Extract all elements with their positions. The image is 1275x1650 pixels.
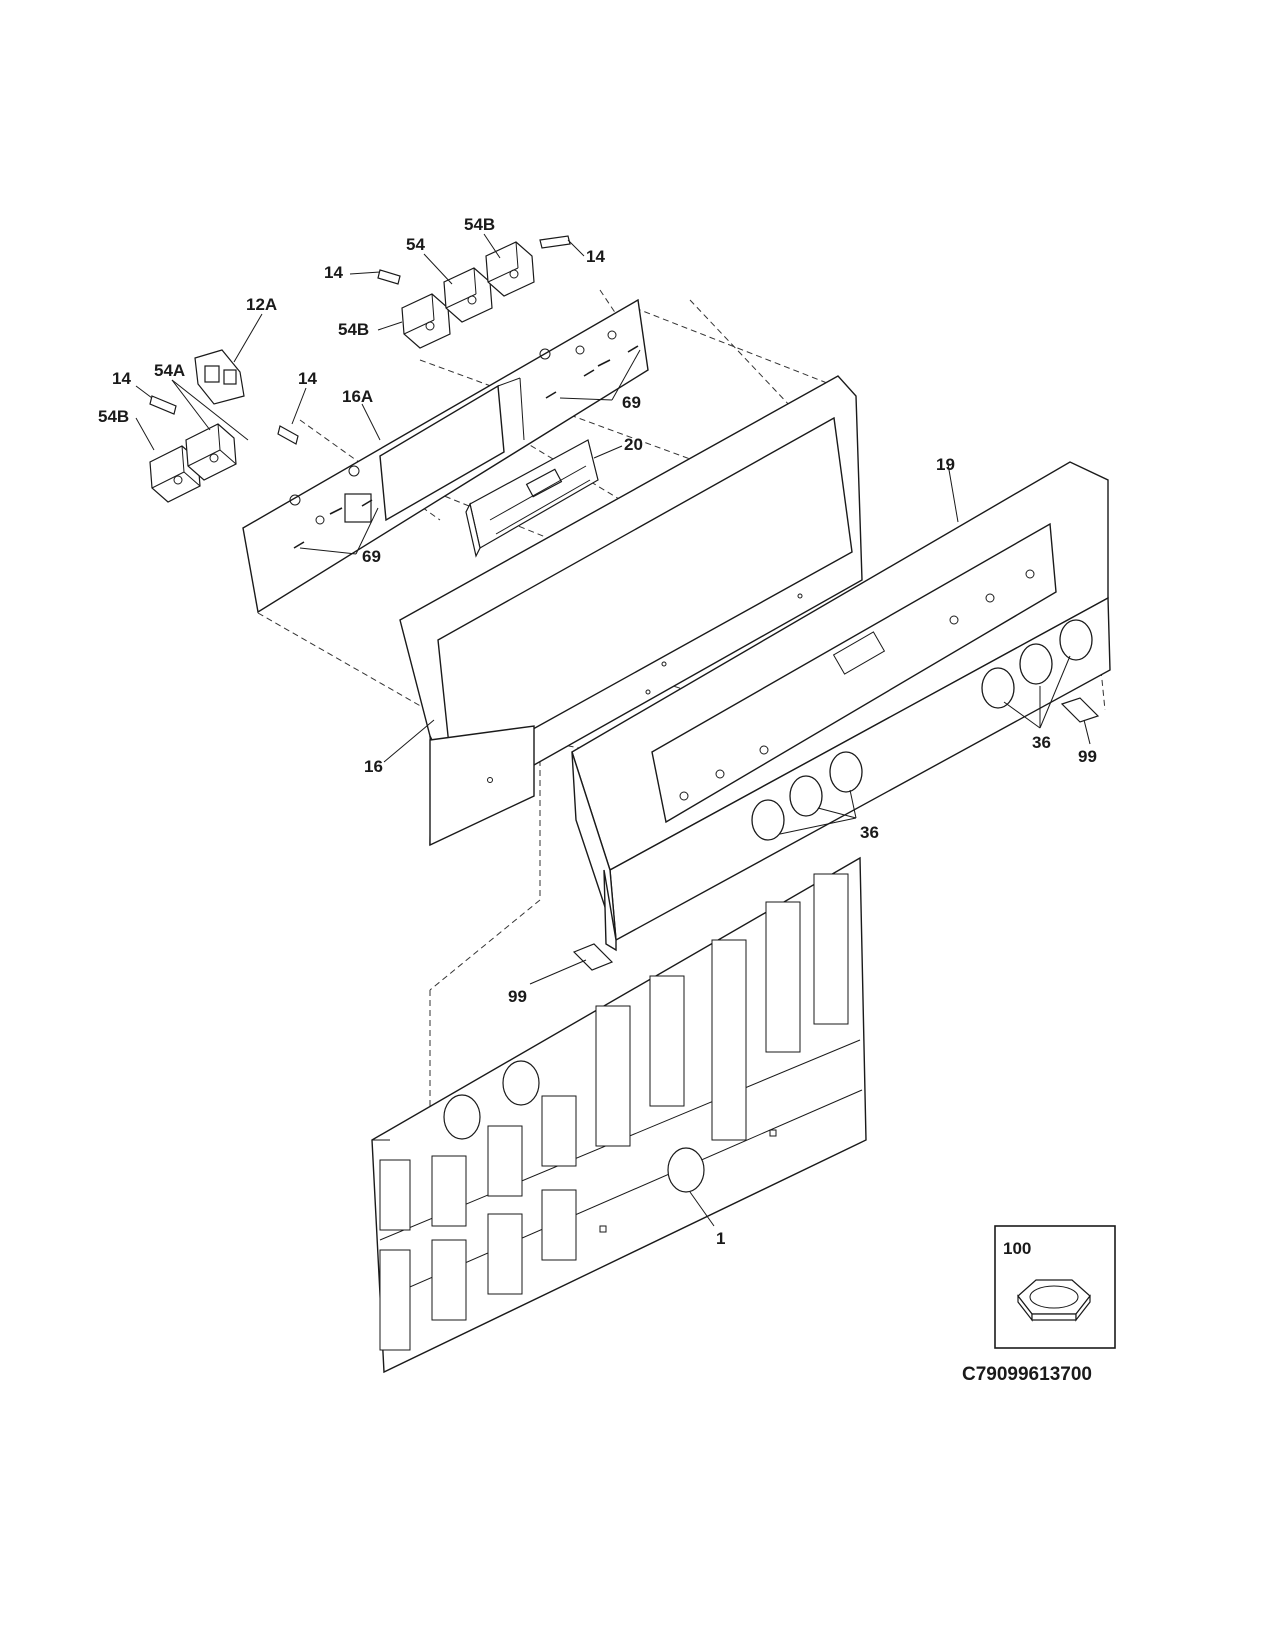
callout-54B-mid: 54B <box>338 320 369 339</box>
pins <box>149 235 571 445</box>
callout-14-left: 14 <box>112 369 131 388</box>
leader-lines <box>135 233 1091 1227</box>
switch-54A <box>185 423 237 481</box>
control-panel-frame <box>399 375 863 847</box>
callout-16A: 16A <box>342 387 373 406</box>
callout-54A: 54A <box>154 361 185 380</box>
electronic-control-board <box>465 439 599 558</box>
inset-box: 100 <box>994 1225 1116 1349</box>
callout-99-bottom: 99 <box>508 987 527 1006</box>
callout-labels: 54B 54 14 14 12A 54B 14 54A 14 16A 54B 6… <box>98 215 1097 1248</box>
callout-54B-left: 54B <box>98 407 129 426</box>
callout-54-top: 54 <box>406 235 425 254</box>
callout-16: 16 <box>364 757 383 776</box>
callout-69-right: 69 <box>622 393 641 412</box>
callout-14-mid: 14 <box>298 369 317 388</box>
callout-36-right: 36 <box>1032 733 1051 752</box>
callout-12A: 12A <box>246 295 277 314</box>
switch-54 <box>443 267 493 323</box>
switch-12A <box>194 349 245 405</box>
switch-54B-mid <box>401 293 451 349</box>
control-panel-bracket <box>242 298 649 614</box>
callout-69-left: 69 <box>362 547 381 566</box>
vent-slots <box>379 873 849 1351</box>
drawing-code: C79099613700 <box>962 1364 1092 1385</box>
rear-panel <box>371 856 867 1374</box>
hex-nut-icon <box>1017 1279 1091 1322</box>
control-knobs <box>751 619 1093 841</box>
inset-label: 100 <box>1003 1239 1031 1258</box>
screws <box>293 345 639 549</box>
callout-20: 20 <box>624 435 643 454</box>
callout-14-top-left: 14 <box>324 263 343 282</box>
callout-1: 1 <box>716 1229 725 1248</box>
callout-36-mid: 36 <box>860 823 879 842</box>
callout-54B-top: 54B <box>464 215 495 234</box>
callout-19: 19 <box>936 455 955 474</box>
callout-14-top-right: 14 <box>586 247 605 266</box>
switch-54B-top <box>485 241 535 297</box>
mounting-brackets <box>572 697 1100 971</box>
callout-99-right: 99 <box>1078 747 1097 766</box>
